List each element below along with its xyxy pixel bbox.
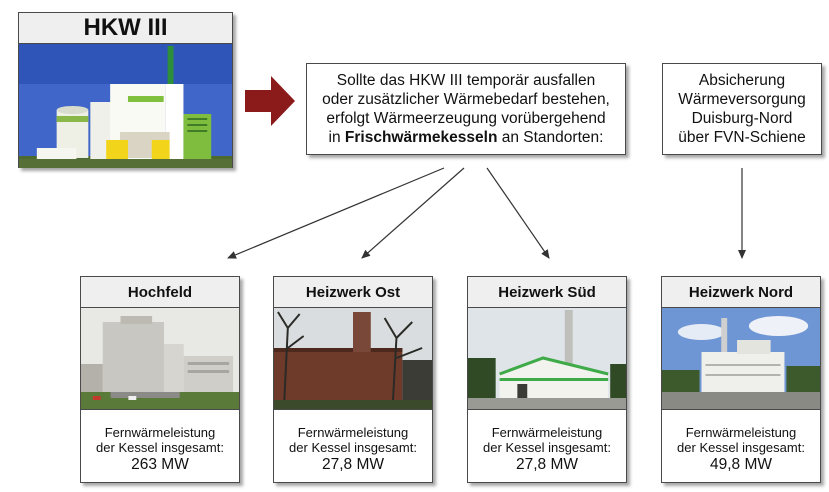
- side-note-line4: über FVN-Schiene: [678, 129, 806, 146]
- site-label-line1: Fernwärmeleistung: [685, 425, 797, 440]
- site-label-line2: der Kessel insgesamt:: [96, 440, 224, 455]
- site-label-line2: der Kessel insgesamt:: [289, 440, 417, 455]
- site-title: Hochfeld: [81, 277, 239, 308]
- site-card-heizwerk-ost: Heizwerk Ost Fernwärmeleistung der Kesse…: [273, 276, 433, 483]
- site-label-line1: Fernwärmeleistung: [297, 425, 409, 440]
- side-note-line1: Absicherung: [698, 72, 786, 89]
- red-arrow-icon: [245, 76, 295, 126]
- hkw-title: HKW III: [19, 13, 232, 44]
- site-card-heizwerk-nord: Heizwerk Nord Fernwärmeleistung der Kess…: [661, 276, 821, 483]
- main-note: Sollte das HKW III temporär ausfallen od…: [306, 63, 626, 155]
- side-note: Absicherung Wärmeversorgung Duisburg-Nor…: [662, 63, 822, 155]
- main-note-line1: Sollte das HKW III temporär ausfallen: [336, 72, 596, 89]
- site-title: Heizwerk Nord: [662, 277, 820, 308]
- side-note-line3: Duisburg-Nord: [691, 110, 793, 127]
- site-value: 49,8 MW: [709, 456, 772, 473]
- side-note-line2: Wärmeversorgung: [678, 91, 806, 108]
- site-value: 27,8 MW: [515, 456, 578, 473]
- site-label-line2: der Kessel insgesamt:: [483, 440, 611, 455]
- arrow-to-heizwerk-sued: [486, 167, 550, 259]
- site-card-heizwerk-sued: Heizwerk Süd Fernwärmeleistung der Kesse…: [467, 276, 627, 483]
- site-title: Heizwerk Ost: [274, 277, 432, 308]
- main-note-line2: oder zusätzlicher Wärmebedarf bestehen,: [322, 91, 610, 108]
- main-note-line4-post: an Standorten:: [497, 129, 604, 146]
- site-card-hochfeld: Hochfeld Fernwärmeleistung der Kessel in…: [80, 276, 240, 483]
- site-value: 27,8 MW: [321, 456, 384, 473]
- site-photo-heizwerk-ost: [274, 308, 432, 410]
- arrow-to-heizwerk-ost: [361, 167, 465, 259]
- site-title: Heizwerk Süd: [468, 277, 626, 308]
- site-photo-heizwerk-nord: [662, 308, 820, 410]
- site-label-line2: der Kessel insgesamt:: [677, 440, 805, 455]
- main-note-line3: erfolgt Wärmeerzeugung vorübergehend: [326, 110, 606, 127]
- site-photo-hochfeld: [81, 308, 239, 410]
- site-value: 263 MW: [131, 456, 189, 473]
- site-photo-heizwerk-sued: [468, 308, 626, 410]
- hkw-card: HKW III: [18, 12, 233, 168]
- main-note-line4-pre: in: [328, 129, 345, 146]
- site-label-line1: Fernwärmeleistung: [491, 425, 603, 440]
- hkw-photo: [19, 44, 232, 168]
- arrow-to-hochfeld: [227, 167, 445, 259]
- site-label-line1: Fernwärmeleistung: [104, 425, 216, 440]
- main-note-line4-bold: Frischwärmekesseln: [344, 129, 498, 146]
